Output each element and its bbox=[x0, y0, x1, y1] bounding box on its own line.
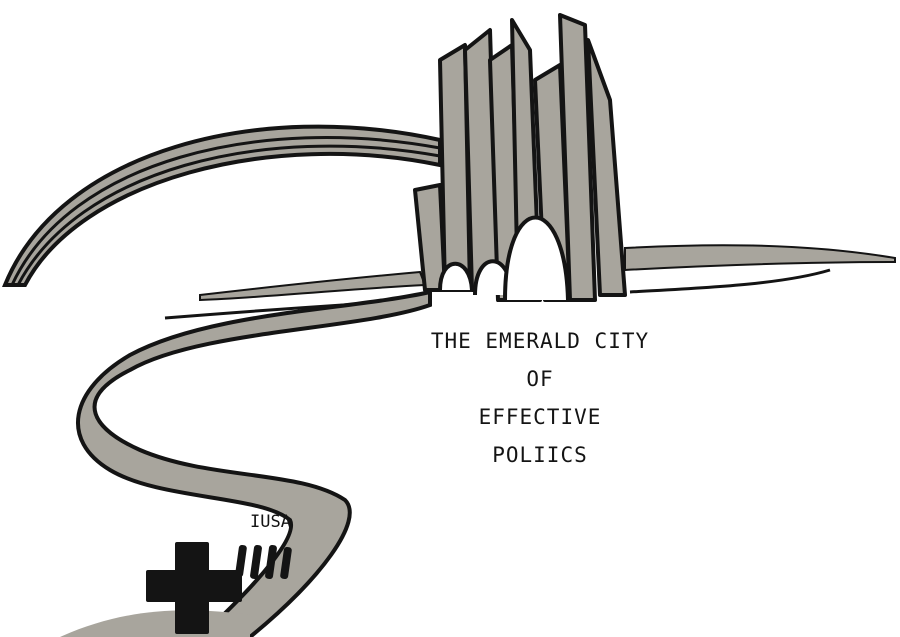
cross-icon bbox=[146, 542, 242, 634]
caption-line-1: THE EMERALD CITY bbox=[430, 329, 650, 353]
caption: THE EMERALD CITY OF EFFECTIVE POLIICS bbox=[430, 322, 650, 474]
road-label: IUSA bbox=[250, 512, 291, 532]
caption-line-3: EFFECTIVE POLIICS bbox=[478, 405, 602, 467]
ground-smudge bbox=[60, 610, 250, 637]
road-stripes bbox=[235, 544, 292, 580]
winding-road bbox=[75, 289, 432, 637]
horizon-right bbox=[624, 244, 896, 294]
caption-line-2: OF bbox=[526, 367, 554, 391]
emerald-city-towers bbox=[413, 13, 627, 302]
rainbow-arch bbox=[2, 124, 442, 287]
